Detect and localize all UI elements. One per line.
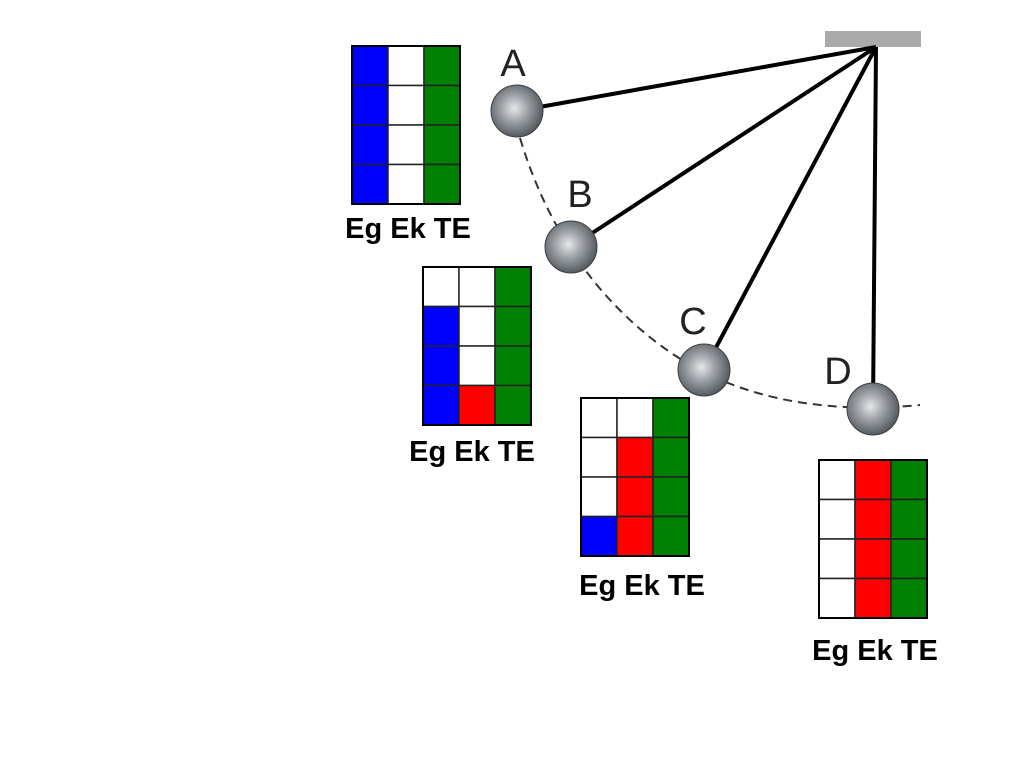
- bar-caption-a: Eg Ek TE: [345, 213, 471, 245]
- bob-d: [846, 382, 900, 436]
- position-labels: A B C D: [500, 43, 851, 393]
- bar-cell-ek: [616, 476, 654, 518]
- bob-c: [677, 343, 731, 397]
- bar-caption-b: Eg Ek TE: [409, 436, 535, 468]
- bar-cell-te: [423, 124, 461, 166]
- bar-cell-te: [890, 577, 928, 619]
- bar-cell-te: [652, 397, 690, 439]
- bar-cell-te: [890, 538, 928, 580]
- bar-cell-te: [494, 305, 532, 347]
- bar-cell-ek: [854, 459, 892, 501]
- bob-a: [490, 84, 544, 138]
- pendulum-rods: [516, 45, 878, 410]
- bar-cell-ek: [854, 577, 892, 619]
- bar-cell-eg: [422, 345, 460, 387]
- bar-frame: [351, 45, 461, 205]
- bar-cell-te: [652, 515, 690, 557]
- pendulum-bobs: [490, 84, 900, 436]
- bar-cell-eg: [422, 384, 460, 426]
- bar-cell-eg: [580, 436, 618, 478]
- bar-cell-te: [423, 163, 461, 205]
- rod-d: [871, 46, 878, 410]
- bar-cell-ek: [854, 498, 892, 540]
- bar-cell-eg: [580, 476, 618, 518]
- position-label-b: B: [567, 174, 592, 216]
- bar-cell-te: [890, 498, 928, 540]
- bar-frame: [422, 266, 532, 426]
- bar-cell-eg: [818, 459, 856, 501]
- energy-bars-b: Eg Ek TE: [409, 266, 535, 468]
- energy-bars-d: Eg Ek TE: [812, 459, 938, 667]
- bar-cell-eg: [351, 45, 389, 87]
- bar-frame: [580, 397, 690, 557]
- bar-cell-eg: [818, 577, 856, 619]
- bar-cell-ek: [458, 345, 496, 387]
- bar-cell-ek: [458, 384, 496, 426]
- bar-cell-ek: [387, 84, 425, 126]
- bar-cell-eg: [351, 84, 389, 126]
- rod-a: [516, 45, 877, 113]
- bar-cell-te: [652, 436, 690, 478]
- bar-frame: [818, 459, 928, 619]
- bar-cell-te: [494, 266, 532, 308]
- bob-b: [544, 220, 598, 274]
- energy-bars-a: Eg Ek TE: [345, 45, 471, 245]
- rod-c: [702, 46, 878, 371]
- bar-cell-eg: [422, 266, 460, 308]
- rod-b: [569, 45, 878, 249]
- bar-cell-eg: [351, 124, 389, 166]
- energy-bar-charts: Eg Ek TE Eg Ek TE Eg Ek TE Eg Ek TE: [345, 45, 938, 667]
- bar-cell-ek: [387, 45, 425, 87]
- bar-cell-ek: [616, 515, 654, 557]
- bar-caption-c: Eg Ek TE: [579, 570, 705, 602]
- bar-cell-te: [890, 459, 928, 501]
- bar-caption-d: Eg Ek TE: [812, 635, 938, 667]
- bar-cell-eg: [580, 515, 618, 557]
- bar-cell-te: [494, 345, 532, 387]
- bar-cell-eg: [818, 498, 856, 540]
- position-label-c: C: [679, 301, 706, 343]
- bar-cell-eg: [580, 397, 618, 439]
- position-label-d: D: [824, 351, 851, 393]
- bar-cell-eg: [422, 305, 460, 347]
- bar-cell-ek: [854, 538, 892, 580]
- bar-cell-ek: [387, 124, 425, 166]
- energy-bars-c: Eg Ek TE: [579, 397, 705, 602]
- bar-cell-te: [652, 476, 690, 518]
- bar-cell-ek: [458, 266, 496, 308]
- bar-cell-ek: [616, 397, 654, 439]
- bar-cell-ek: [387, 163, 425, 205]
- bar-cell-eg: [351, 163, 389, 205]
- position-label-a: A: [500, 43, 526, 85]
- bar-cell-te: [494, 384, 532, 426]
- swing-arc: [519, 137, 921, 409]
- ceiling-support: [825, 31, 921, 47]
- bar-cell-te: [423, 84, 461, 126]
- bar-cell-ek: [616, 436, 654, 478]
- bar-cell-ek: [458, 305, 496, 347]
- bar-cell-eg: [818, 538, 856, 580]
- bar-cell-te: [423, 45, 461, 87]
